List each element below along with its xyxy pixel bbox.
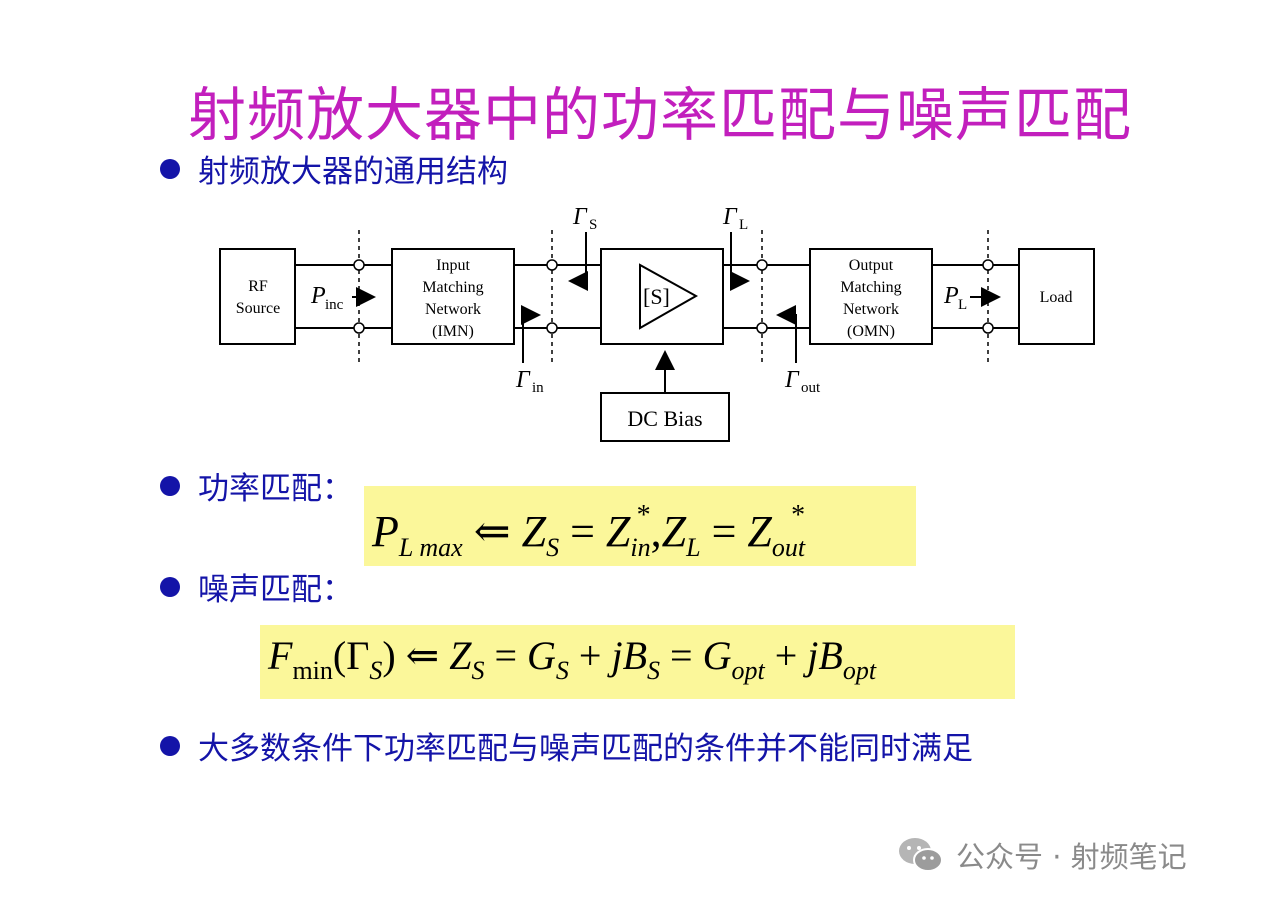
amplifier-block-diagram: RF Source Input Matching Network (IMN) O… <box>219 204 1095 442</box>
imn-box <box>391 248 515 345</box>
bullet-general-structure: 射频放大器的通用结构 <box>160 146 508 191</box>
gamma-in-symbol: Γ <box>515 367 531 393</box>
eq1-arrow: ⇐ <box>473 507 511 556</box>
eq2-arrow: ⇐ <box>405 633 440 678</box>
eq1-z4-sup: * <box>791 500 806 531</box>
load-label: Load <box>1040 289 1073 306</box>
eq2-j-2: j <box>807 633 819 678</box>
bullet-power-matching: 功率匹配： <box>160 463 353 508</box>
eq2-j-1: j <box>611 633 623 678</box>
gamma-s-symbol: Γ <box>572 204 588 230</box>
bullet-text: 噪声匹配： <box>198 572 353 608</box>
eq2-gopt: G <box>702 633 732 678</box>
eq1-z2-sub: in <box>630 533 651 562</box>
s-matrix-label: [S] <box>643 284 670 309</box>
eq2-b-sub: S <box>647 656 661 685</box>
eq2-f-sub: min <box>292 656 333 685</box>
terminal-circle <box>353 322 365 334</box>
eq1-z1-sub: S <box>546 533 560 562</box>
eq1-z4-sub: out <box>771 533 806 562</box>
noise-match-equation-highlight <box>260 625 1015 699</box>
terminal-circle <box>546 259 558 271</box>
wechat-watermark: 公众号 · 射频笔记 <box>898 834 1187 876</box>
eq1-equals-1: = <box>570 507 595 556</box>
bullet-text: 射频放大器的通用结构 <box>198 154 508 190</box>
bullet-dot <box>160 735 180 756</box>
omn-label-3: Network <box>843 301 899 318</box>
eq1-comma: , <box>650 507 662 556</box>
watermark-text: 公众号 · 射频笔记 <box>956 840 1187 874</box>
eq1-z3-sub: L <box>686 533 701 562</box>
p-inc-subscript: inc <box>325 297 344 313</box>
eq1-z1: Z <box>521 507 547 556</box>
bullet-conclusion: 大多数条件下功率匹配与噪声匹配的条件并不能同时满足 <box>160 723 973 768</box>
amplifier-box <box>600 248 724 345</box>
eq1-equals-2: = <box>711 507 737 556</box>
rf-source-box <box>219 248 296 345</box>
bullet-dot <box>160 158 180 179</box>
gamma-in-subscript: in <box>532 380 544 396</box>
p-l-symbol: P <box>943 283 959 309</box>
eq2-g-sub: S <box>555 656 569 685</box>
eq1-p: P <box>372 507 399 556</box>
imn-label-4: (IMN) <box>432 323 474 340</box>
eq2-z: Z <box>449 633 472 678</box>
terminal-circle <box>982 259 994 271</box>
terminal-circle <box>982 322 994 334</box>
terminal-circle <box>353 259 365 271</box>
omn-box <box>809 248 933 345</box>
eq2-b: B <box>622 633 648 678</box>
eq2-gamma-sub: S <box>369 656 383 685</box>
eq2-equals-1: = <box>494 633 517 678</box>
terminal-circle <box>546 322 558 334</box>
eq1-z4: Z <box>747 507 772 556</box>
imn-label-3: Network <box>425 301 481 318</box>
page-title: 射频放大器中的功率匹配与噪声匹配 <box>187 81 1132 149</box>
power-match-equation-highlight <box>364 486 916 566</box>
bullet-noise-matching: 噪声匹配： <box>160 564 353 609</box>
rf-source-label-1: RF <box>248 278 268 295</box>
eq2-plus-2: + <box>774 633 798 678</box>
p-l-subscript: L <box>958 297 967 313</box>
eq1-z3: Z <box>661 507 687 556</box>
dc-bias-label: DC Bias <box>627 406 702 431</box>
wechat-icon <box>899 838 943 872</box>
bullet-dot <box>160 576 180 597</box>
p-inc-symbol: P <box>310 283 326 309</box>
terminal-circle <box>756 322 768 334</box>
eq1-z2: Z <box>605 507 631 556</box>
imn-label-2: Matching <box>422 279 483 296</box>
eq2-g: G <box>527 633 556 678</box>
bullet-text: 大多数条件下功率匹配与噪声匹配的条件并不能同时满足 <box>198 731 973 767</box>
gamma-l-symbol: Γ <box>722 204 738 230</box>
bullet-text: 功率匹配： <box>198 471 353 507</box>
eq2-plus-1: + <box>578 633 602 678</box>
gamma-l-subscript: L <box>739 217 748 233</box>
eq2-z-sub: S <box>471 656 485 685</box>
terminal-circle <box>756 259 768 271</box>
eq2-close-paren: ) <box>382 633 396 678</box>
eq2-equals-2: = <box>670 633 693 678</box>
gamma-out-subscript: out <box>801 380 821 396</box>
eq2-f: F <box>268 633 293 678</box>
power-match-equation: PL max ⇐ ZS = Zin*,ZL = Zout* <box>372 502 805 561</box>
bullet-dot <box>160 475 180 496</box>
eq1-z2-sup: * <box>636 500 651 531</box>
noise-match-equation: Fmin(ΓS) ⇐ ZS = GS + jBS = Gopt + jBopt <box>268 636 876 684</box>
eq2-bopt: B <box>818 633 843 678</box>
omn-label-4: (OMN) <box>847 323 895 340</box>
eq2-bopt-sub: opt <box>842 656 877 685</box>
omn-label-2: Matching <box>840 279 901 296</box>
eq1-p-sub: L max <box>398 533 463 562</box>
load-box <box>1018 248 1095 345</box>
imn-label-1: Input <box>436 257 470 274</box>
eq2-gopt-sub: opt <box>731 656 765 685</box>
gamma-s-subscript: S <box>589 217 597 233</box>
gamma-out-symbol: Γ <box>784 367 800 393</box>
omn-label-1: Output <box>849 257 894 274</box>
eq2-gamma: (Γ <box>332 633 370 678</box>
rf-source-label-2: Source <box>236 300 280 317</box>
